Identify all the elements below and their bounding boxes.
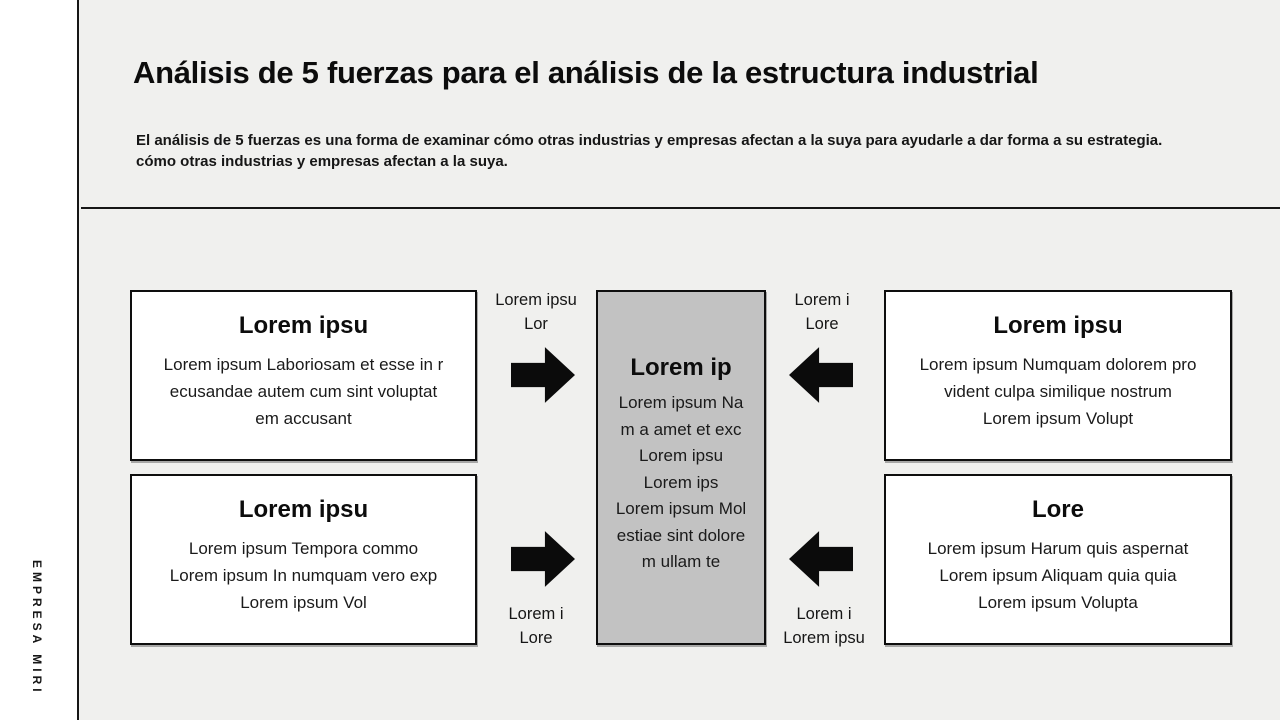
force-box-body: Lorem ipsum Na m a amet et exc Lorem ips…: [615, 393, 747, 571]
arrow-label-top-right: Lorem i Lore: [794, 291, 850, 333]
arrow-label-bottom-left: Lorem i Lore: [508, 605, 564, 647]
force-box-bottom-right: Lore Lorem ipsum Harum quis aspernat Lor…: [884, 474, 1232, 645]
arrow-right-icon: [511, 347, 575, 403]
force-box-title: Lorem ipsu: [238, 496, 369, 523]
force-box-body: Lorem ipsum Laboriosam et esse in r ecus…: [163, 355, 444, 428]
force-box-center: Lorem ip Lorem ipsum Na m a amet et exc …: [596, 290, 766, 645]
brand-vertical-text: EMPRESA MIRI: [30, 560, 44, 696]
force-box-top-left: Lorem ipsu Lorem ipsum Laboriosam et ess…: [130, 290, 477, 461]
arrow-label-top-left: Lorem ipsu Lor: [495, 291, 577, 333]
sidebar: EMPRESA MIRI: [0, 0, 79, 720]
force-box-top-right: Lorem ipsu Lorem ipsum Numquam dolorem p…: [884, 290, 1232, 461]
force-box-title: Lore: [1031, 496, 1084, 523]
arrow-label-bottom-right: Lorem i Lorem ipsu: [783, 605, 865, 647]
force-box-title: Lorem ipsu: [238, 312, 369, 339]
arrow-left-icon: [789, 347, 853, 403]
force-box-title: Lorem ipsu: [993, 312, 1123, 339]
page-subtitle: El análisis de 5 fuerzas es una forma de…: [136, 132, 1163, 170]
force-box-body: Lorem ipsum Tempora commo Lorem ipsum In…: [169, 539, 438, 612]
force-box-body: Lorem ipsum Harum quis aspernat Lorem ip…: [927, 539, 1189, 612]
force-box-bottom-left: Lorem ipsu Lorem ipsum Tempora commo Lor…: [130, 474, 477, 645]
arrow-left-icon: [789, 531, 853, 587]
arrow-right-icon: [511, 531, 575, 587]
header: Análisis de 5 fuerzas para el análisis d…: [81, 0, 1280, 209]
force-box-body: Lorem ipsum Numquam dolorem pro vident c…: [919, 355, 1197, 428]
page-title: Análisis de 5 fuerzas para el análisis d…: [133, 55, 1039, 90]
force-box-title: Lorem ip: [630, 354, 732, 381]
